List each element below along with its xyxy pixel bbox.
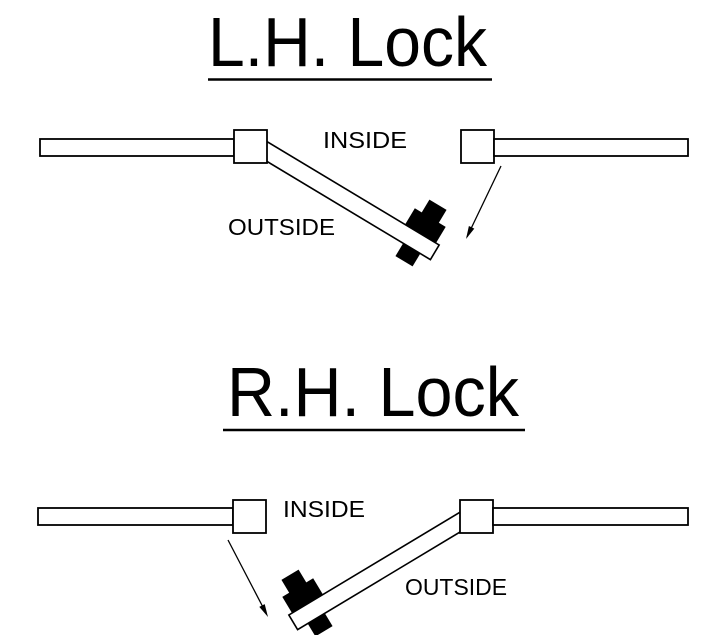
rh-outside-label: OUTSIDE: [405, 574, 507, 600]
lh-lock-diagram: L.H. Lock INSIDE OUTSIDE: [39, 3, 689, 267]
lh-lever-handle: [256, 139, 441, 261]
lh-rotation-arrowhead-icon: [466, 226, 475, 239]
lh-outside-label: OUTSIDE: [228, 214, 335, 240]
rh-right-lock-body: [459, 499, 494, 534]
rh-left-door-bar: [37, 507, 234, 526]
rh-rotation-arrowhead-icon: [259, 604, 268, 617]
lh-left-door-bar: [39, 138, 235, 157]
lh-rotation-arrow: [466, 165, 502, 238]
rh-inside-label: INSIDE: [283, 496, 365, 522]
rh-title: R.H. Lock: [227, 353, 520, 431]
lh-title: L.H. Lock: [208, 3, 488, 81]
lh-inside-label: INSIDE: [323, 127, 407, 153]
lh-left-lock-body: [233, 129, 268, 164]
lh-right-door-bar: [493, 138, 689, 157]
rh-right-door-bar: [492, 507, 689, 526]
rh-lock-diagram: R.H. Lock INSIDE OUTSIDE: [37, 353, 689, 635]
rh-rotation-arrow: [227, 539, 267, 614]
rh-left-lock-body: [232, 499, 267, 534]
rh-lever-handle: [287, 509, 472, 631]
lh-right-lock-body: [460, 129, 495, 164]
